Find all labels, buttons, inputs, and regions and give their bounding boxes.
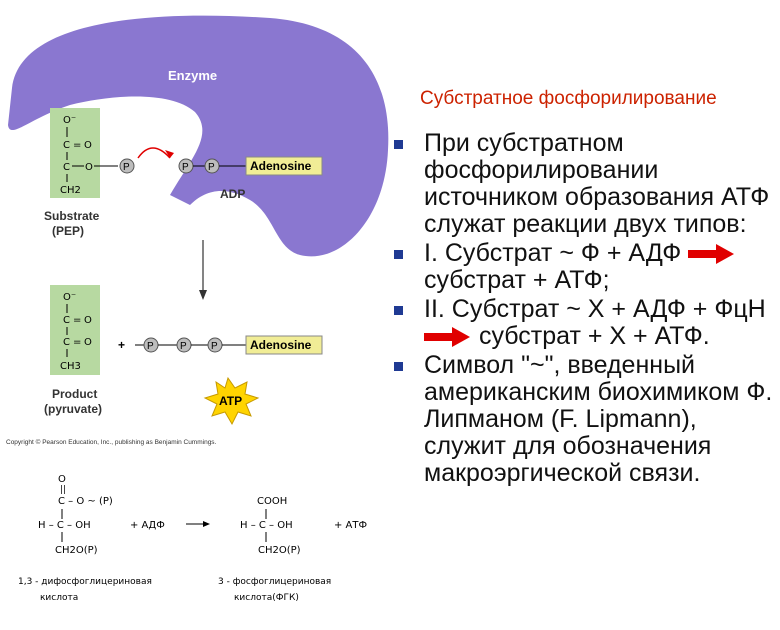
- plus-sign: +: [118, 338, 125, 352]
- enzyme-shape: [8, 15, 389, 257]
- svg-text:O: O: [84, 315, 92, 326]
- enzyme-label: Enzyme: [168, 68, 217, 83]
- phosphate-label: P: [211, 341, 218, 352]
- svg-text:кислота(ФГК): кислота(ФГК): [234, 593, 299, 603]
- svg-text:C: C: [63, 140, 70, 151]
- svg-text:O⁻: O⁻: [63, 115, 76, 126]
- bullet-item: При субстратном фосфорилировании источни…: [392, 130, 777, 238]
- svg-text:O: O: [84, 337, 92, 348]
- substrate-label: Substrate: [44, 209, 100, 223]
- svg-text:кислота: кислота: [40, 593, 78, 603]
- bullet-text-continuation: субстрат + Х + АТФ.: [478, 322, 710, 350]
- bullet-marker-icon: [394, 250, 403, 259]
- red-arrow-icon: [688, 244, 735, 265]
- phosphate-label: P: [123, 162, 130, 173]
- slide-title: Субстратное фосфорилирование: [420, 88, 717, 109]
- bullet-item: II. Субстрат ~ Х + АДФ + ФцН субстрат + …: [392, 296, 777, 350]
- svg-text:C: C: [63, 162, 70, 173]
- bullet-text: II. Субстрат ~ Х + АДФ + ФцН: [424, 295, 766, 323]
- product-structure: O⁻ C = O C = O CH3: [60, 292, 92, 372]
- phosphate-circle-substrate: [119, 158, 135, 174]
- svg-text:=: =: [73, 337, 81, 348]
- bullet-marker-icon: [394, 140, 403, 149]
- substrate-sublabel: (PEP): [52, 224, 84, 238]
- bullet-text: При субстратном фосфорилировании источни…: [424, 129, 770, 238]
- bullet-text-continuation: субстрат + АТФ;: [424, 266, 610, 294]
- svg-text:CH2O(P): CH2O(P): [258, 545, 301, 556]
- reaction-scheme-2: O || C – O ~ (P) H – C – OH CH2O(P) + АД…: [18, 474, 368, 603]
- substrate-molecule-box: [50, 108, 100, 198]
- svg-text:C: C: [63, 315, 70, 326]
- svg-text:O: O: [85, 162, 93, 173]
- svg-text:+ АТФ: + АТФ: [334, 520, 368, 531]
- phosphate-label: P: [180, 341, 187, 352]
- atp-label: ATP: [219, 394, 242, 408]
- svg-text:+ АДФ: + АДФ: [130, 520, 165, 531]
- copyright-text: Copyright © Pearson Education, Inc., pub…: [6, 438, 217, 446]
- red-arrow-icon: [424, 327, 470, 348]
- svg-text:O⁻: O⁻: [63, 292, 76, 303]
- phosphate-label: P: [182, 162, 189, 173]
- svg-text:CH2O(P): CH2O(P): [55, 545, 98, 556]
- phosphate-label: P: [208, 162, 215, 173]
- bullet-text: Символ "~", введенный американским биохи…: [424, 351, 773, 487]
- adp-label: ADP: [220, 187, 245, 201]
- bullet-text: I. Субстрат ~ Ф + АДФ: [424, 239, 682, 267]
- bullet-item: I. Субстрат ~ Ф + АДФ субстрат + АТФ;: [392, 240, 777, 294]
- bullet-marker-icon: [394, 362, 403, 371]
- transfer-arrow: [137, 147, 171, 159]
- svg-text:O: O: [58, 474, 66, 485]
- atp-star-icon: [203, 376, 260, 426]
- product-sublabel: (pyruvate): [44, 402, 102, 416]
- svg-text:H – C – OH: H – C – OH: [240, 520, 293, 531]
- product-label: Product: [52, 387, 97, 401]
- svg-text:H – C – OH: H – C – OH: [38, 520, 91, 531]
- svg-text:||: ||: [60, 485, 66, 495]
- svg-text:3 - фосфоглицериновая: 3 - фосфоглицериновая: [218, 577, 331, 587]
- substrate-structure: O⁻ C = O C O CH2: [60, 115, 93, 196]
- svg-text:=: =: [73, 315, 81, 326]
- adenosine-box-adp: [245, 156, 323, 176]
- bullet-list: При субстратном фосфорилировании источни…: [392, 130, 777, 489]
- svg-text:CH3: CH3: [60, 361, 81, 372]
- svg-text:CH2: CH2: [60, 185, 81, 196]
- product-molecule-box: [50, 285, 100, 375]
- phosphate-label: P: [147, 341, 154, 352]
- phosphorylation-diagram: Enzyme O⁻ C = O C O CH2 P Substrate (PEP…: [6, 15, 389, 603]
- adenosine-label: Adenosine: [250, 338, 312, 352]
- svg-text:1,3 - дифосфоглицериновая: 1,3 - дифосфоглицериновая: [18, 577, 152, 587]
- adenosine-box-atp: [245, 335, 323, 355]
- svg-text:COOH: COOH: [257, 496, 287, 507]
- svg-text:C – O ~ (P): C – O ~ (P): [58, 496, 113, 507]
- bullet-marker-icon: [394, 306, 403, 315]
- svg-text:=: =: [73, 140, 81, 151]
- svg-text:C: C: [63, 337, 70, 348]
- svg-text:O: O: [84, 140, 92, 151]
- bullet-item: Символ "~", введенный американским биохи…: [392, 352, 777, 487]
- adenosine-label: Adenosine: [250, 159, 312, 173]
